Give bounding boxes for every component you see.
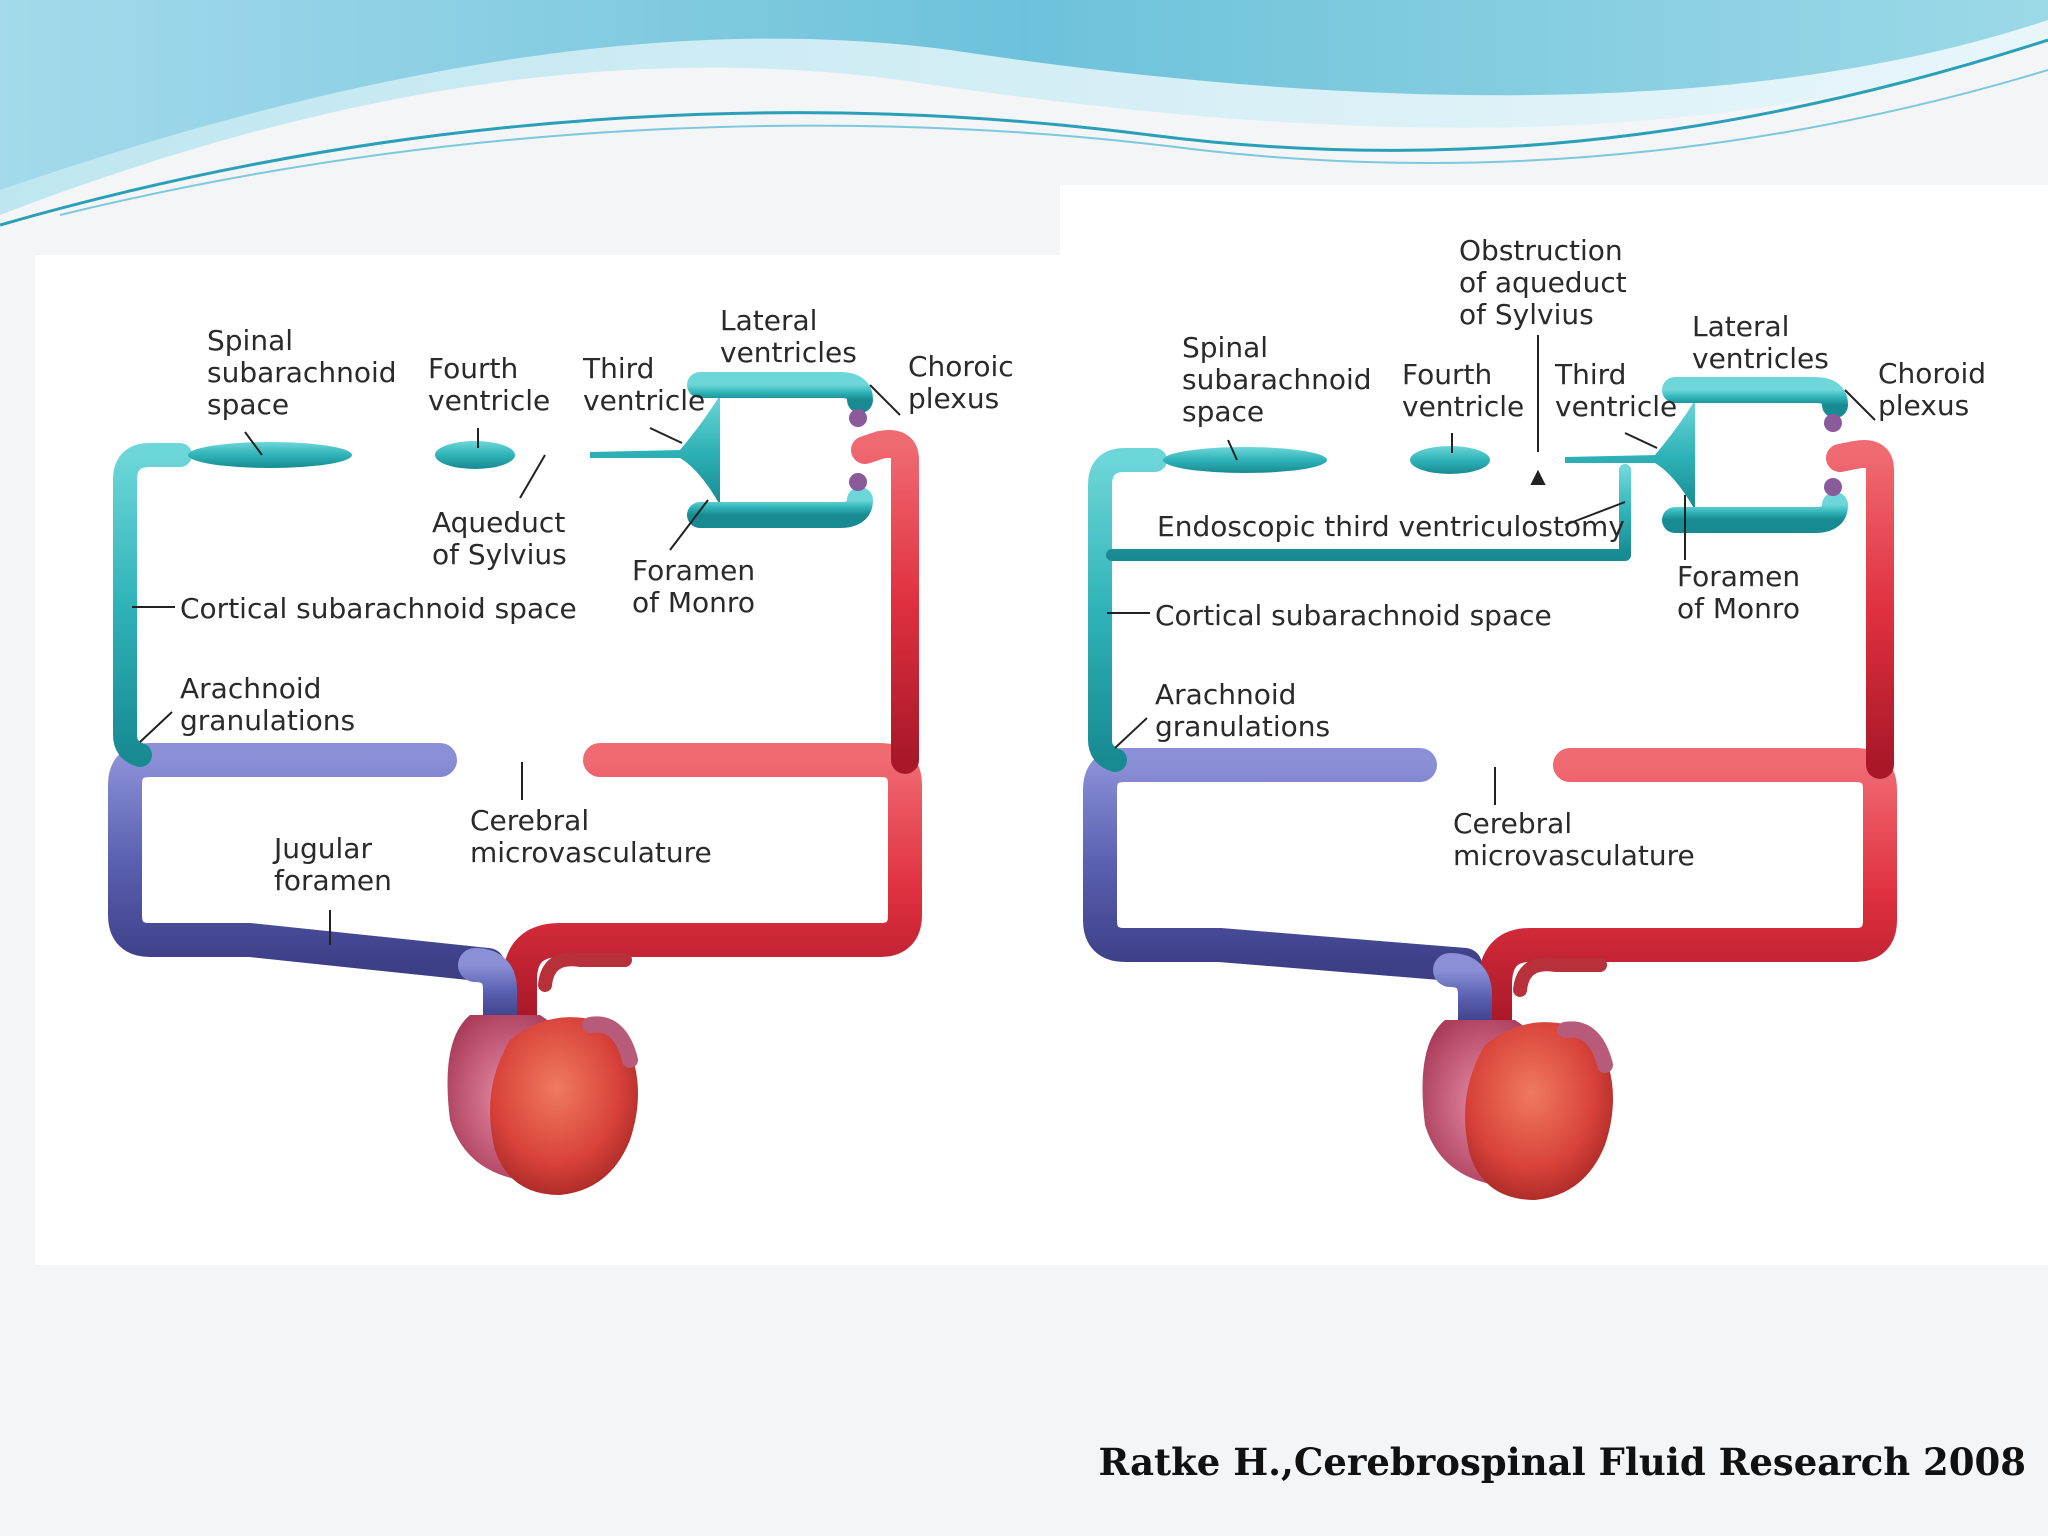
left-label-lateral-ventricles: Lateral ventricles [720, 304, 857, 369]
right-choroid-tufts [1824, 414, 1842, 496]
left-label-third-ventricle: Third ventricle [582, 352, 705, 417]
right-label-fourth-ventricle: Fourth ventricle [1402, 358, 1524, 423]
right-diagram: Obstruction of aqueduct of Sylvius Spina… [1083, 234, 1995, 1200]
right-label-lateral-ventricles: Lateral ventricles [1692, 310, 1829, 375]
left-label-cortical: Cortical subarachnoid space [180, 592, 577, 625]
left-label-fourth-ventricle: Fourth ventricle [428, 352, 550, 417]
right-label-obstruction: Obstruction of aqueduct of Sylvius [1459, 234, 1636, 331]
left-label-jugular: Jugular foramen [272, 832, 392, 897]
left-csf-system [113, 370, 873, 767]
right-label-arachnoid: Arachnoid granulations [1155, 678, 1330, 743]
left-label-spinal: Spinal subarachnoid space [207, 324, 405, 421]
left-label-foramen-monro: Foramen of Monro [632, 554, 764, 619]
left-leader-lines [132, 384, 901, 945]
citation: Ratke H.,Cerebrospinal Fluid Research 20… [1098, 1440, 2026, 1484]
right-heart [1422, 957, 1613, 1200]
left-diagram: Spinal subarachnoid space Fourth ventric… [108, 304, 1023, 1195]
right-label-spinal: Spinal subarachnoid space [1182, 331, 1380, 428]
header-wave [0, 0, 2048, 227]
left-label-cerebral: Cerebral microvasculature [470, 804, 712, 869]
right-label-foramen-monro: Foramen of Monro [1677, 560, 1809, 625]
right-label-etv: Endoscopic third ventriculostomy [1157, 510, 1625, 543]
right-label-cerebral: Cerebral microvasculature [1453, 807, 1695, 872]
left-label-choroid-plexus: Choroic plexus [908, 350, 1023, 415]
right-csf-system [1088, 375, 1848, 772]
right-label-third-ventricle: Third ventricle [1554, 358, 1677, 423]
left-label-arachnoid: Arachnoid granulations [180, 672, 355, 737]
left-choroid-tufts [849, 409, 867, 491]
right-label-choroid-plexus: Choroid plexus [1878, 357, 1995, 422]
left-label-aqueduct: Aqueduct of Sylvius [432, 506, 574, 571]
right-label-cortical: Cortical subarachnoid space [1155, 599, 1552, 632]
left-heart [447, 952, 638, 1195]
right-leader-lines [1107, 335, 1876, 805]
